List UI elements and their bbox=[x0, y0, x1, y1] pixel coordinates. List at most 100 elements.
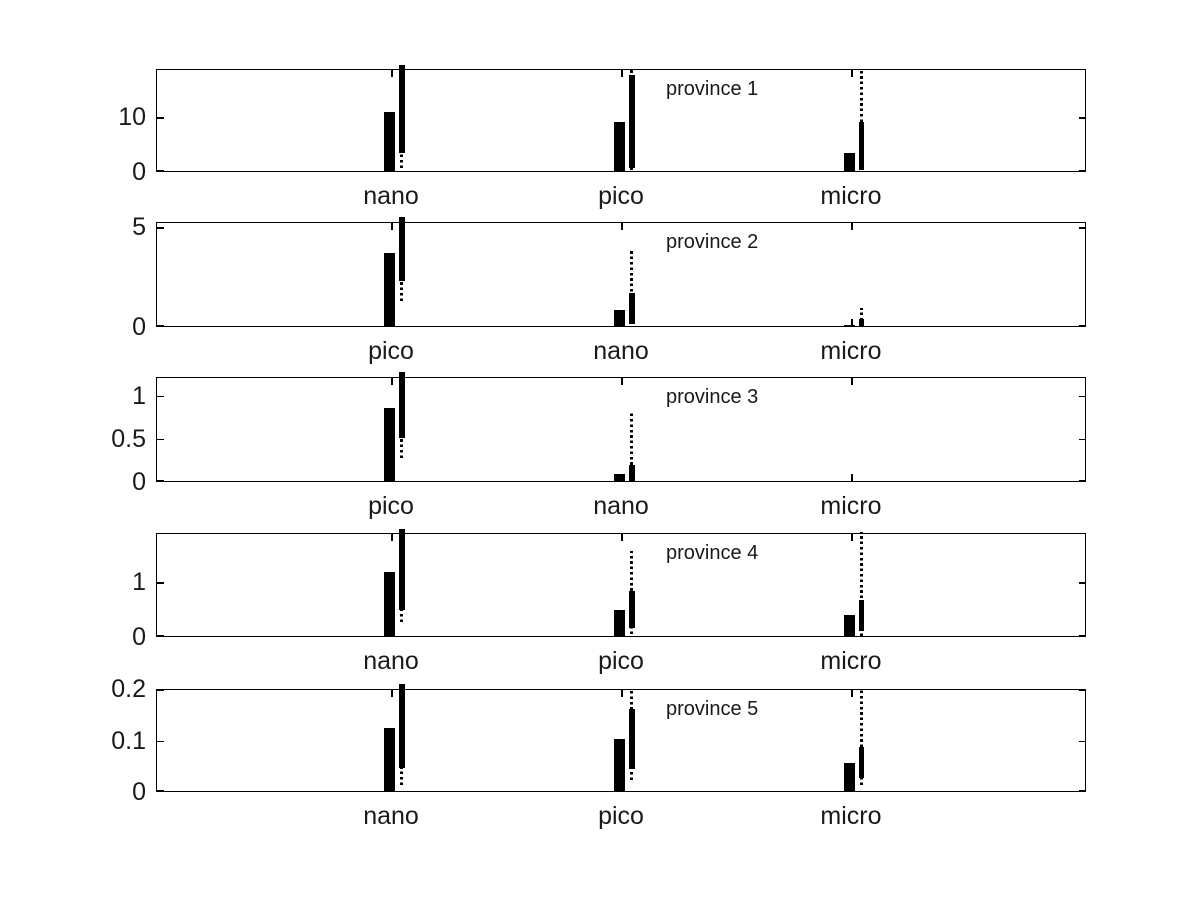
x-axis-tick-top bbox=[621, 70, 623, 77]
x-axis-tick-top bbox=[621, 223, 623, 230]
axes-title: province 5 bbox=[666, 698, 759, 720]
y-axis-tick-left bbox=[157, 480, 164, 482]
y-axis-tick-right bbox=[1078, 690, 1086, 692]
x-axis-tick-top bbox=[391, 534, 393, 541]
y-tick-label: 5 bbox=[132, 213, 146, 241]
y-axis-tick-left bbox=[157, 170, 164, 172]
y-axis-tick-right bbox=[1078, 480, 1086, 482]
range-bar-pico bbox=[399, 217, 405, 281]
range-bar-pico bbox=[629, 590, 635, 629]
range-bar-micro bbox=[858, 747, 865, 779]
bar-nano bbox=[384, 111, 395, 171]
y-axis-tick-right bbox=[1078, 117, 1086, 119]
y-tick-label: 10 bbox=[118, 102, 146, 131]
x-axis-tick-bottom bbox=[851, 474, 853, 481]
x-tick-label: pico bbox=[598, 182, 644, 210]
y-axis-tick-right bbox=[1078, 395, 1086, 398]
x-axis-tick-top bbox=[391, 70, 393, 77]
y-tick-label: 0 bbox=[132, 158, 146, 186]
x-tick-label: micro bbox=[820, 182, 882, 210]
y-tick-label: 0 bbox=[132, 623, 146, 651]
dotted-line-micro bbox=[860, 308, 864, 326]
range-bar-nano bbox=[629, 293, 635, 324]
bar-nano bbox=[614, 310, 625, 326]
x-tick-label: micro bbox=[820, 337, 882, 365]
subplot-province-3: province 3 bbox=[156, 372, 1086, 482]
axes-title: province 1 bbox=[666, 78, 759, 100]
x-axis-tick-top bbox=[621, 378, 623, 385]
bar-micro bbox=[844, 324, 855, 326]
y-tick-label: 0.5 bbox=[111, 424, 146, 453]
bar-nano bbox=[384, 571, 395, 636]
y-tick-label: 0.2 bbox=[111, 675, 146, 703]
y-axis-tick-left bbox=[157, 439, 164, 441]
subplot-province-5: province 5 bbox=[156, 684, 1086, 792]
x-axis-tick-top bbox=[851, 690, 853, 697]
subplot-province-4: province 4 bbox=[156, 528, 1086, 637]
y-axis-tick-left bbox=[157, 790, 164, 792]
range-bar-micro bbox=[858, 121, 865, 170]
y-axis-tick-right bbox=[1078, 227, 1086, 229]
y-tick-label: 0 bbox=[132, 313, 146, 341]
y-axis-tick-left bbox=[157, 740, 164, 743]
x-axis-tick-top bbox=[391, 378, 393, 385]
x-tick-label: nano bbox=[593, 337, 649, 365]
y-axis-tick-right bbox=[1078, 439, 1086, 441]
bar-pico bbox=[614, 739, 625, 791]
bar-nano bbox=[384, 727, 395, 791]
y-axis-tick-right bbox=[1078, 325, 1086, 327]
y-axis-tick-left bbox=[157, 325, 164, 327]
x-axis-tick-top bbox=[391, 223, 393, 230]
y-axis-tick-left bbox=[157, 227, 164, 229]
bar-pico bbox=[384, 253, 395, 326]
x-tick-label: pico bbox=[598, 647, 644, 675]
x-axis-tick-top bbox=[851, 378, 853, 385]
x-tick-label: micro bbox=[820, 647, 882, 675]
x-tick-label: micro bbox=[820, 492, 882, 520]
x-axis-tick-top bbox=[621, 534, 623, 541]
bar-pico bbox=[384, 408, 395, 481]
y-tick-label: 0 bbox=[132, 468, 146, 496]
dotted-line-nano bbox=[630, 249, 634, 324]
axes-title: province 3 bbox=[666, 386, 759, 408]
range-bar-pico bbox=[629, 709, 635, 770]
x-axis-tick-top bbox=[621, 690, 623, 697]
range-bar-micro bbox=[858, 599, 865, 631]
x-tick-label: nano bbox=[363, 182, 419, 210]
y-axis-tick-right bbox=[1078, 635, 1086, 637]
y-axis-tick-left bbox=[157, 635, 164, 637]
y-tick-label: 1 bbox=[132, 381, 146, 410]
y-axis-tick-right bbox=[1078, 170, 1086, 172]
range-bar-nano bbox=[399, 64, 405, 153]
y-axis-tick-right bbox=[1078, 740, 1086, 743]
bar-pico bbox=[614, 121, 625, 171]
bar-micro bbox=[844, 762, 855, 791]
x-tick-label: pico bbox=[598, 802, 644, 830]
bar-micro bbox=[844, 615, 855, 636]
axes-title: province 2 bbox=[666, 231, 759, 253]
y-axis-tick-right bbox=[1078, 582, 1086, 584]
x-axis-tick-top bbox=[391, 690, 393, 697]
subplot-province-2: province 2 bbox=[156, 217, 1086, 327]
y-axis-tick-left bbox=[157, 690, 164, 692]
x-tick-label: nano bbox=[363, 802, 419, 830]
x-axis-tick-bottom bbox=[851, 319, 853, 326]
dotted-line-micro bbox=[860, 688, 864, 785]
y-axis-tick-left bbox=[157, 117, 164, 119]
y-axis-tick-left bbox=[157, 395, 164, 398]
x-tick-label: pico bbox=[368, 337, 414, 365]
x-tick-label: pico bbox=[368, 492, 414, 520]
y-tick-label: 0.1 bbox=[111, 726, 146, 755]
range-bar-nano bbox=[399, 684, 405, 768]
dotted-line-nano bbox=[630, 412, 634, 481]
y-tick-label: 1 bbox=[132, 567, 146, 596]
y-tick-label: 0 bbox=[132, 778, 146, 806]
axes-title: province 4 bbox=[666, 542, 759, 564]
range-bar-pico bbox=[399, 372, 405, 438]
subplot-province-1: province 1 bbox=[156, 64, 1086, 172]
range-bar-pico bbox=[629, 75, 635, 169]
dotted-line-micro bbox=[860, 532, 864, 636]
y-axis-tick-left bbox=[157, 582, 164, 584]
bar-nano bbox=[614, 474, 625, 481]
bar-pico bbox=[614, 609, 625, 636]
